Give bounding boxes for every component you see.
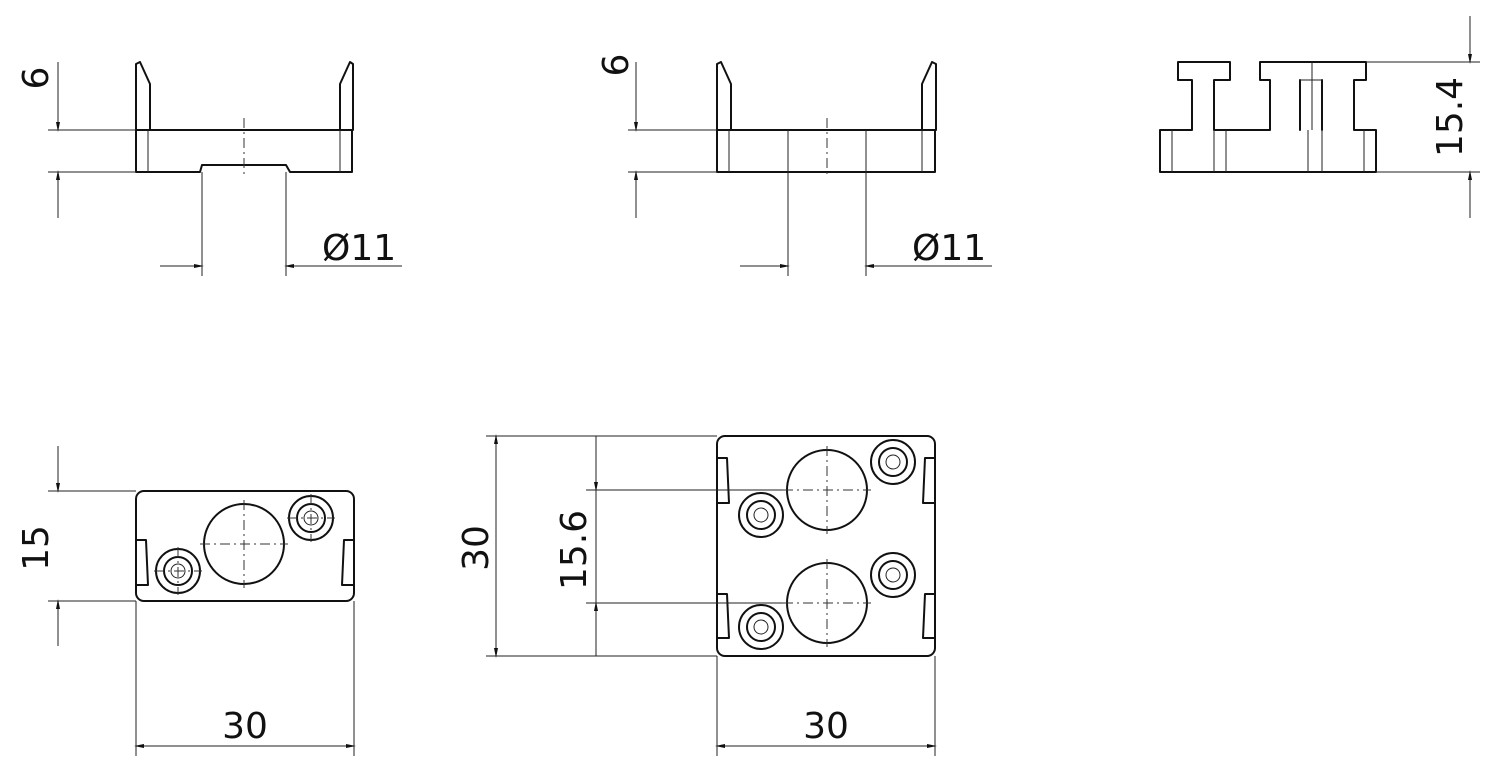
v2-diameter-label: Ø11 — [912, 228, 986, 269]
v4-screw-left-core — [170, 563, 186, 579]
view-1-side: 6 Ø11 — [16, 61, 402, 276]
v5-height-label: 30 — [456, 525, 497, 571]
v5-width-label: 30 — [803, 706, 849, 747]
v1-height-label: 6 — [16, 67, 57, 90]
v1-diameter-label: Ø11 — [322, 228, 396, 269]
v4-right-clip — [341, 539, 355, 586]
v5-clip-left-bottom — [716, 593, 730, 639]
v4-screw-right-core — [303, 510, 319, 526]
v5-screw-bl — [738, 604, 784, 650]
v4-body-outline — [135, 490, 355, 602]
v5-body-outline — [716, 435, 936, 657]
v3-body-outline — [1159, 61, 1377, 173]
view-3-end: 15.4 — [1159, 16, 1480, 218]
v5-screw-tr — [870, 439, 916, 485]
v2-body-outline — [716, 129, 936, 173]
v5-screw-ml — [738, 492, 784, 538]
v5-spacing-label: 15.6 — [554, 510, 595, 590]
view-2-side: 6 Ø11 — [596, 54, 992, 276]
v4-height-label: 15 — [16, 525, 57, 571]
v2-right-tab — [921, 61, 937, 131]
v1-left-tab — [135, 61, 151, 131]
v2-left-tab — [716, 61, 732, 131]
v1-body-outline — [135, 129, 353, 173]
v4-left-clip — [135, 539, 149, 586]
view-4-plan: 15 30 — [16, 446, 356, 756]
v2-height-label: 6 — [596, 54, 637, 77]
v5-clip-left-top — [716, 457, 730, 504]
v1-right-tab — [339, 61, 354, 131]
v4-width-label: 30 — [222, 706, 268, 747]
view-5-plan: 30 15.6 30 — [456, 434, 937, 756]
v5-screw-mr — [870, 552, 916, 598]
v3-height-label: 15.4 — [1430, 77, 1471, 157]
v5-clip-right-top — [922, 457, 936, 504]
v5-clip-right-bottom — [922, 593, 936, 639]
